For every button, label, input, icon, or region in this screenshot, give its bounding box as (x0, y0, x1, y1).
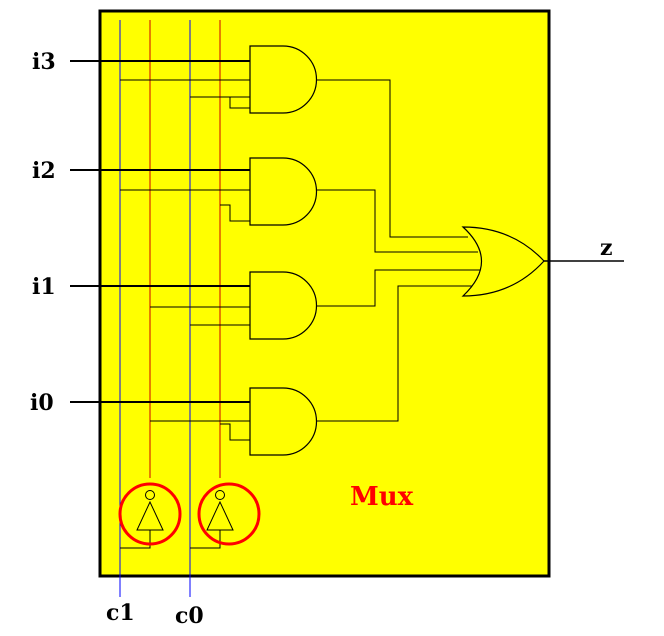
and-i3-output-wire (316, 79, 468, 238)
and-gate-i2 (249, 157, 318, 226)
input-label-i1: i1 (32, 274, 56, 300)
and-i0-output-wire (316, 285, 472, 422)
input-label-i0: i0 (30, 390, 54, 416)
and-i0-notc0-tap (220, 423, 250, 441)
output-label-z: z (600, 235, 613, 261)
input-label-i2: i2 (32, 158, 56, 184)
select-label-c1: c1 (106, 600, 135, 626)
and-i1-output-wire (316, 269, 480, 307)
and-gate-i1 (249, 271, 318, 340)
c0-to-inverter-wire (190, 530, 221, 549)
mux-title: Mux (350, 482, 414, 512)
or-gate (461, 226, 545, 297)
inverter-c1 (136, 490, 164, 531)
c1-to-inverter-wire (120, 530, 151, 549)
inverter-c0-highlight (197, 482, 261, 546)
select-label-c0: c0 (175, 603, 204, 629)
inverter-c1-highlight (118, 482, 182, 546)
and-i3-c0-tap-b (229, 97, 250, 109)
and-i2-notc0-tap (220, 204, 250, 222)
and-gate-i3 (249, 45, 318, 114)
and-i2-output-wire (316, 189, 478, 253)
input-label-i3: i3 (32, 49, 56, 75)
inverter-c0 (206, 490, 234, 531)
and-gate-i0 (249, 387, 318, 456)
